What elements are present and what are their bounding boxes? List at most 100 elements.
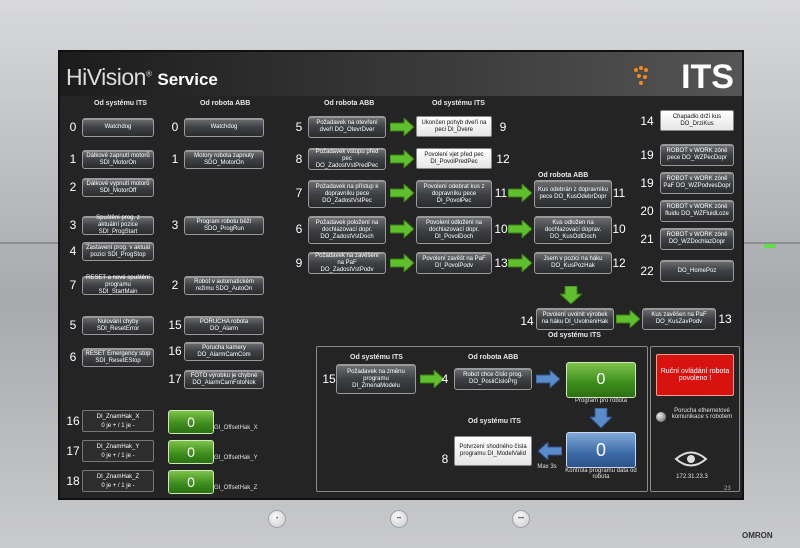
num: 4	[441, 372, 449, 386]
hook-sign-z-text: 0 je + / 1 je -	[101, 483, 135, 489]
num: 0	[171, 120, 179, 134]
allow-before-oven-button[interactable]: Povolení vjet před pec DI_PovolPredPec	[416, 148, 492, 169]
allow-place-cooling-button[interactable]: Povolení odložení na dochlazovací dopr. …	[416, 216, 492, 244]
home-position-button[interactable]: DO_HomePoz	[660, 260, 734, 282]
arrow-right-icon	[616, 310, 640, 328]
alarm-button[interactable]: PORUCHA robota DO_Alarm	[184, 316, 264, 335]
program-valid-button[interactable]: Potvrzení shodného čísla programu DI_Mod…	[454, 436, 532, 466]
brand-title: HiVision®Service	[66, 64, 218, 91]
hook-sign-z-name: DI_ZnamHak_Z	[96, 474, 140, 480]
header-panel-its2: Od systému ITS	[468, 418, 521, 425]
num: 9	[499, 120, 507, 134]
eth-status-led	[656, 412, 666, 422]
wz-paf-button[interactable]: ROBOT v WORK zóně PaF DO_WZPodvesDopr	[660, 172, 734, 194]
part-placed-cooling-button[interactable]: Kus odložen na dochlazovací doprav. DO_K…	[534, 216, 612, 244]
header-from-abb-mid: Od robota ABB	[324, 100, 375, 107]
place-cooling-request-button[interactable]: Požadavek položení na dochlazovací dopr.…	[308, 216, 386, 244]
arrow-right-icon	[390, 150, 414, 168]
offset-y-value: 0	[168, 440, 214, 464]
hmi-screen: HiVision®Service ITS Od systému ITS Od r…	[58, 50, 744, 500]
eth-fault-label: Porucha ethernetové komunikace s robotem	[671, 408, 733, 420]
enter-before-oven-request-button[interactable]: Požadavek vstupu před pec DO_ZadostVstPr…	[308, 148, 386, 170]
nav-button-1[interactable]: •	[268, 510, 286, 528]
change-program-request-button[interactable]: Požadavek na změnu programu DI_ZmenaMode…	[336, 364, 416, 394]
offset-z-value: 0	[168, 470, 214, 494]
num: 8	[295, 152, 303, 166]
wz-cooling-button[interactable]: ROBOT v WORK zóně DO_WZDochlazDopr	[660, 228, 734, 250]
ip-address-label: 172.31.23.3	[676, 474, 708, 480]
offset-z-label: GI_OffsetHak_Z	[214, 485, 258, 491]
num: 9	[295, 256, 303, 270]
access-oven-conveyor-request-button[interactable]: Požadavek na přístup k dopravníku pece D…	[308, 180, 386, 208]
arrow-right-icon	[508, 184, 532, 202]
release-hook-button[interactable]: Povolení uvolnit výrobek na háku DI_Uvol…	[536, 308, 614, 330]
wz-oven-button[interactable]: ROBOT v WORK zóně pece DO_WZPecDopr	[660, 144, 734, 166]
program-number-display: 0	[566, 362, 636, 398]
arrow-down-icon	[560, 286, 582, 304]
status-led	[764, 244, 776, 248]
program-check-display: 0	[566, 432, 636, 468]
num: 18	[66, 474, 80, 488]
part-hung-paf-button[interactable]: Kus zavěšen na PaF DO_KusZavPodv	[642, 308, 716, 330]
gripper-holds-button[interactable]: Chapadlo drží kus DO_DrziKus	[660, 110, 734, 131]
num: 15	[168, 318, 182, 332]
page-number: 23	[724, 486, 731, 492]
prog-run-button[interactable]: Program robotu běží SDO_ProgRun	[184, 216, 264, 235]
num: 1	[171, 152, 179, 166]
watchdog-abb-button[interactable]: Watchdog	[184, 118, 264, 137]
header-bar: HiVision®Service ITS	[60, 52, 742, 96]
robot-wants-program-button[interactable]: Robot chce číslo prog. DO_PosliCisloPrg	[454, 368, 532, 390]
alarm-cam-foto-button[interactable]: FOTO výrobku je chybné DO_AlarmCamFotoNo…	[184, 370, 264, 389]
arrow-right-icon	[390, 220, 414, 238]
num: 22	[640, 264, 654, 278]
open-door-request-button[interactable]: Požadavek na otevření dveří DO_OtevrDver	[308, 116, 386, 138]
part-taken-from-oven-button[interactable]: Kus odebrán z dopravníku pece DO_KusOdeb…	[534, 180, 612, 208]
its-logo: ITS	[681, 58, 734, 96]
num: 12	[612, 256, 626, 270]
motor-on-button[interactable]: Dálkové zapnutí motorů SDI_MotorOn	[82, 150, 154, 169]
allow-take-from-oven-button[interactable]: Povolení odebrat kus z dopravníku pece D…	[416, 180, 492, 208]
watchdog-its-button[interactable]: Watchdog	[82, 118, 154, 137]
header-panel-its: Od systému ITS	[350, 354, 403, 361]
num: 12	[496, 152, 510, 166]
hook-sign-z[interactable]: DI_ZnamHak_Z 0 je + / 1 je -	[82, 470, 154, 492]
max-time-label: Max 3s	[537, 464, 557, 470]
reset-error-button[interactable]: Nulování chyby SDI_ResetError	[82, 316, 154, 335]
num: 2	[171, 278, 179, 292]
wz-fluid-button[interactable]: ROBOT v WORK zóně fluidu DO_WZFluidLoze	[660, 200, 734, 222]
num: 17	[66, 444, 80, 458]
arrow-right-icon	[420, 370, 444, 388]
num: 5	[295, 120, 303, 134]
arrow-right-icon	[390, 254, 414, 272]
arrow-right-icon	[508, 220, 532, 238]
nav-button-2[interactable]: ••	[390, 510, 408, 528]
auto-on-button[interactable]: Robot v automatickém režimu SDO_AutoOn	[184, 276, 264, 295]
num: 11	[494, 186, 508, 200]
num: 6	[69, 350, 77, 364]
num: 2	[69, 180, 77, 194]
door-done-button[interactable]: Ukončen pohyb dveří na peci DI_Dvere	[416, 116, 492, 137]
num: 17	[168, 372, 182, 386]
num: 14	[520, 314, 534, 328]
motor-off-button[interactable]: Dálkové vypnutí motorů SDI_MotorOff	[82, 178, 154, 197]
reset-estop-button[interactable]: RESET Emergency stop SDI_ResetEStop	[82, 348, 154, 367]
motors-on-button[interactable]: Motory robota zapnuty SDO_MotorOn	[184, 150, 264, 169]
num: 5	[69, 318, 77, 332]
num: 19	[640, 148, 654, 162]
num: 20	[640, 204, 654, 218]
hang-paf-request-button[interactable]: Požadavek na zavěšení na PaF DO_ZadostVs…	[308, 252, 386, 274]
prog-stop-button[interactable]: Zastavení prog. v aktuál pozici SDI_Prog…	[82, 242, 154, 261]
start-main-button[interactable]: RESET a nové spuštění programu SDI_Start…	[82, 275, 154, 295]
prog-start-button[interactable]: Spuštění prog. z aktuální pozice SDI_Pro…	[82, 215, 154, 235]
manual-panel	[650, 346, 740, 492]
program-panel	[316, 346, 648, 492]
alarm-cam-button[interactable]: Porucha kamery DO_AlarmCamCom	[184, 342, 264, 361]
nav-button-3[interactable]: •••	[512, 510, 530, 528]
num: 13	[718, 312, 732, 326]
in-hook-position-button[interactable]: Jsem v pozici na háku DO_KusPozHak	[534, 252, 612, 274]
allow-hang-paf-button[interactable]: Povolení zavěšt na PaF DI_PovolPodv	[416, 252, 492, 274]
num: 16	[66, 414, 80, 428]
arrow-right-icon	[390, 184, 414, 202]
